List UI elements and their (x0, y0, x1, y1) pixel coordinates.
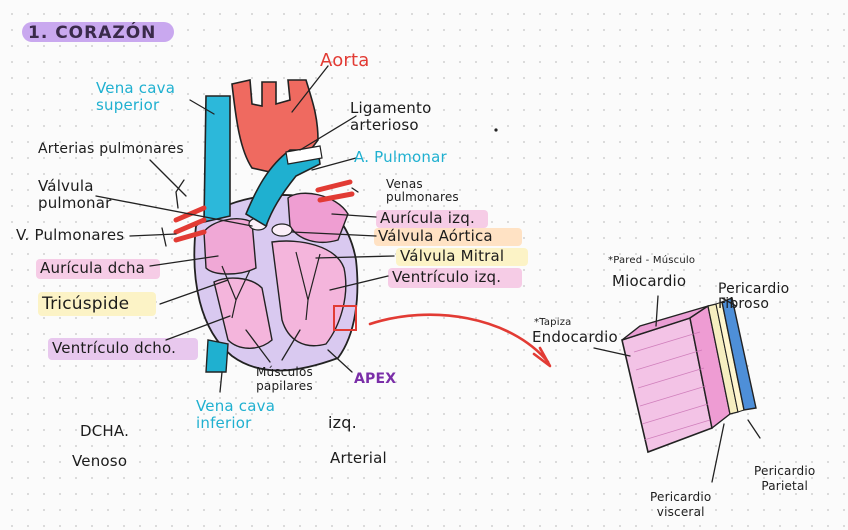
label-pericardio-visceral: Pericardio visceral (650, 490, 712, 519)
right-atrium (203, 218, 257, 275)
label-endocardio: Endocardio (532, 328, 618, 346)
highlight-auricula-izq (376, 210, 488, 228)
page-title: 1. CORAZÓN (28, 23, 157, 43)
highlight-ventriculo-izq (388, 268, 522, 288)
aortic-valve (271, 223, 293, 237)
vena-cava-inferior (205, 339, 229, 373)
label-pared-musculo: *Pared - Músculo (608, 255, 696, 266)
label-auricula-dcha: Aurícula dcha (40, 259, 146, 277)
label-musculos-papilares: Músculos papilares (256, 365, 313, 393)
right-ventricle (213, 277, 273, 349)
detail-arrowhead (532, 346, 552, 368)
label-venas-pulmonares: Venas pulmonares (386, 177, 459, 205)
label-ventriculo-dcho: Ventrículo dcho. (52, 339, 177, 357)
label-a-pulmonar: A. Pulmonar (354, 148, 447, 166)
highlight-tricuspide (38, 292, 156, 316)
label-ligamento-arterioso: Ligamento arterioso (350, 99, 432, 134)
mitral-valve (295, 251, 321, 321)
highlight-valvula-aortica (374, 228, 522, 246)
label-aorta: Aorta (320, 50, 370, 71)
label-miocardio: Miocardio (612, 272, 687, 290)
label-v-pulmonares: V. Pulmonares (16, 226, 125, 244)
venas-pulmonares-tubes (315, 179, 355, 203)
label-venoso: Venoso (72, 452, 128, 470)
label-tapiza: *Tapiza (534, 317, 572, 328)
pericardio-fibroso-layer (721, 297, 757, 411)
title-badge: 1. CORAZÓN (22, 22, 175, 43)
detail-arrow (368, 313, 550, 364)
apex-marker (333, 305, 357, 331)
label-pericardio-parietal: Pericardio Parietal (754, 464, 816, 493)
label-valvula-mitral: Válvula Mitral (400, 247, 505, 265)
aorta-arch (231, 79, 319, 173)
ligamento-arterioso (285, 145, 323, 165)
tricuspid-valve (221, 265, 251, 319)
label-valvula-pulmonar: Válvula pulmonar (38, 177, 112, 212)
label-vena-cava-superior: Vena cava superior (96, 79, 176, 114)
stray-dot (494, 128, 498, 132)
label-vena-cava-inferior: Vena cava inferior (196, 397, 276, 432)
highlight-valvula-mitral (396, 248, 528, 266)
label-apex: APEX (354, 371, 397, 387)
label-dcha: DCHA. (80, 422, 130, 440)
label-valvula-aortica: Válvula Aórtica (378, 227, 493, 245)
label-izq: izq. (328, 413, 357, 432)
highlight-auricula-dcha (36, 259, 160, 279)
left-atrium (287, 192, 349, 244)
label-pericardio-fibroso: Pericardio Fibroso (718, 281, 790, 313)
vena-cava-superior (203, 95, 231, 224)
label-tricuspide: Tricúspide (42, 294, 130, 314)
highlight-ventriculo-dcho (48, 338, 198, 360)
label-auricula-izq: Aurícula izq. (380, 209, 475, 227)
label-arterias-pulmonares: Arterias pulmonares (38, 141, 184, 157)
label-ventriculo-izq: Ventrículo izq. (392, 268, 502, 286)
label-arterial: Arterial (330, 449, 387, 467)
